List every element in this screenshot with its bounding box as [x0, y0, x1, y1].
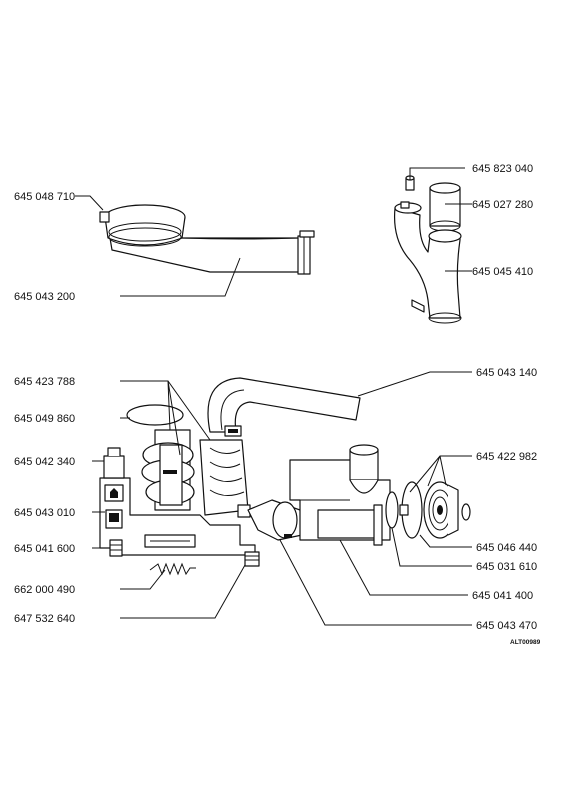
label-645422982: 645 422 982 — [476, 451, 537, 463]
label-645043140: 645 043 140 — [476, 367, 537, 379]
label-645048710: 645 048 710 — [14, 191, 75, 203]
drawing-code: ALT00989 — [510, 639, 541, 646]
label-645042340: 645 042 340 — [14, 456, 75, 468]
label-645423788: 645 423 788 — [14, 376, 75, 388]
label-645043470: 645 043 470 — [476, 620, 537, 632]
label-645046440: 645 046 440 — [476, 542, 537, 554]
label-647532640: 647 532 640 — [14, 613, 75, 625]
pump-assembly — [99, 377, 471, 576]
part-labels: 645 048 710 645 043 200 645 823 040 645 … — [14, 163, 541, 646]
label-662000490: 662 000 490 — [14, 584, 75, 596]
label-645041400: 645 041 400 — [472, 590, 533, 602]
y-pipe-connector — [393, 175, 462, 324]
label-645823040: 645 823 040 — [472, 163, 533, 175]
funnel-drain-hose — [99, 204, 315, 275]
label-645027280: 645 027 280 — [472, 199, 533, 211]
label-645031610: 645 031 610 — [476, 561, 537, 573]
leader-lines — [75, 167, 472, 626]
label-645041600: 645 041 600 — [14, 543, 75, 555]
label-645043200: 645 043 200 — [14, 291, 75, 303]
label-645043010: 645 043 010 — [14, 507, 75, 519]
label-645045410: 645 045 410 — [472, 266, 533, 278]
label-645049860: 645 049 860 — [14, 413, 75, 425]
